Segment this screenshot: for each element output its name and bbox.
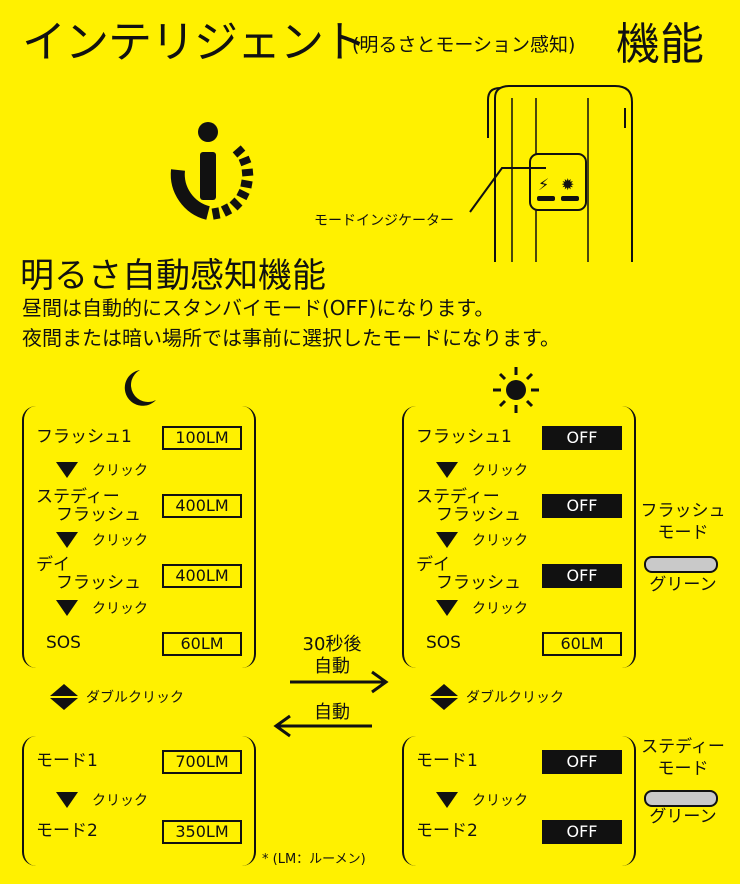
day-sos-value: 60LM <box>542 632 622 656</box>
down-arrow-icon <box>56 792 78 808</box>
night-click-row-2: クリック <box>56 530 148 550</box>
down-arrow-icon <box>436 532 458 548</box>
indicator-label: モードインジケーター <box>314 213 454 229</box>
night-sos-label: SOS <box>46 633 81 653</box>
day-mode2-label: モード2 <box>416 821 478 841</box>
night-mode2-label: モード2 <box>36 821 98 841</box>
night-mode1-label: モード1 <box>36 751 98 771</box>
svg-text:✹: ✹ <box>561 175 574 194</box>
page-title-tail: 機能 <box>616 19 704 70</box>
day-mode2-value: OFF <box>542 820 622 844</box>
down-arrow-icon <box>56 600 78 616</box>
night-click-row-4: クリック <box>56 790 148 810</box>
day-click-row-1: クリック <box>436 460 528 480</box>
day-steady-flash-label-2: フラッシュ <box>436 505 521 525</box>
day-flash-panel <box>402 406 636 668</box>
day-steady-panel <box>402 736 636 866</box>
night-steady-flash-label-2: フラッシュ <box>56 505 141 525</box>
moon-icon <box>124 370 156 406</box>
page-subtitle: (明るさとモーション感知) <box>352 34 576 56</box>
steady-indicator-pill <box>644 790 718 807</box>
to-night-text: 自動 <box>314 702 350 723</box>
night-sos-value: 60LM <box>162 632 242 656</box>
down-arrow-icon <box>436 462 458 478</box>
down-arrow-icon <box>56 532 78 548</box>
down-arrow-icon <box>436 600 458 616</box>
day-flash-side-label-2: モード <box>657 523 709 543</box>
day-mode1-label: モード1 <box>416 751 478 771</box>
svg-text:⚡: ⚡ <box>538 175 549 194</box>
down-arrow-icon <box>436 792 458 808</box>
up-down-arrow-icon <box>50 684 78 710</box>
night-steady-flash-value: 400LM <box>162 494 242 518</box>
day-double-click: ダブルクリック <box>430 684 564 710</box>
down-arrow-icon <box>56 462 78 478</box>
day-flash-indicator-color: グリーン <box>649 575 717 595</box>
day-steady-side-label-1: ステディー <box>641 737 725 757</box>
night-day-flash-label-1: デイ <box>36 555 70 575</box>
day-steady-flash-value: OFF <box>542 494 622 518</box>
day-day-flash-label-2: フラッシュ <box>436 573 521 593</box>
left-arrow-icon <box>273 714 372 738</box>
night-steady-panel <box>22 736 256 866</box>
section-desc-line1: 昼間は自動的にスタンバイモード(OFF)になります。 <box>22 296 495 320</box>
night-day-flash-label-2: フラッシュ <box>56 573 141 593</box>
night-day-flash-value: 400LM <box>162 564 242 588</box>
night-click-row-3: クリック <box>56 598 148 618</box>
night-double-click: ダブルクリック <box>50 684 184 710</box>
night-mode2-value: 350LM <box>162 820 242 844</box>
day-day-flash-label-1: デイ <box>416 555 450 575</box>
day-flash1-value: OFF <box>542 426 622 450</box>
to-day-text-1: 30秒後 <box>302 634 362 655</box>
to-day-text-2: 自動 <box>314 656 350 677</box>
day-steady-side-label-2: モード <box>657 759 709 779</box>
page-title: インテリジェント <box>22 17 367 68</box>
day-flash1-label: フラッシュ1 <box>416 427 512 447</box>
day-flash-side-label-1: フラッシュ <box>640 501 726 521</box>
intelligent-logo-icon <box>170 122 254 220</box>
day-click-row-4: クリック <box>436 790 528 810</box>
flash-indicator-pill <box>644 556 718 573</box>
day-mode1-value: OFF <box>542 750 622 774</box>
right-arrow-icon <box>290 670 389 694</box>
night-steady-flash-label-1: ステディー <box>36 487 120 507</box>
footnote: * (LM：ルーメン) <box>262 852 366 867</box>
day-click-row-3: クリック <box>436 598 528 618</box>
sun-icon <box>493 367 539 413</box>
day-steady-flash-label-1: ステディー <box>416 487 500 507</box>
day-day-flash-value: OFF <box>542 564 622 588</box>
up-down-arrow-icon <box>430 684 458 710</box>
light-device-icon: ⚡ ✹ <box>469 85 633 262</box>
section-desc-line2: 夜間または暗い場所では事前に選択したモードになります。 <box>22 326 560 350</box>
night-flash1-value: 100LM <box>162 426 242 450</box>
night-click-row-1: クリック <box>56 460 148 480</box>
day-sos-label: SOS <box>426 633 461 653</box>
day-click-row-2: クリック <box>436 530 528 550</box>
night-flash1-label: フラッシュ1 <box>36 427 132 447</box>
day-steady-indicator-color: グリーン <box>649 807 717 827</box>
night-flash-panel <box>22 406 256 668</box>
night-mode1-value: 700LM <box>162 750 242 774</box>
section-heading: 明るさ自動感知機能 <box>20 256 326 296</box>
